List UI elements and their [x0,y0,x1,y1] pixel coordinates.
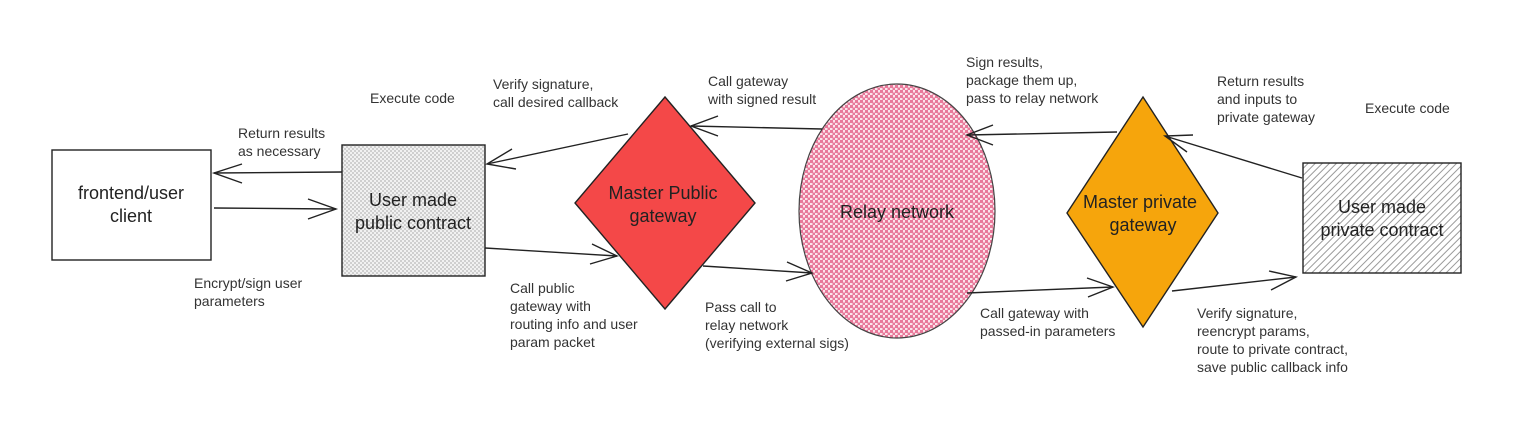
label-verify-reencrypt: Verify signature, reencrypt params, rout… [1197,305,1348,375]
node-public-contract: User made public contract [341,144,486,277]
private-gateway-label-line2: gateway [1109,215,1176,235]
label-return-results: Return results as necessary [238,125,325,159]
svg-text:route to private contract,: route to private contract, [1197,341,1348,357]
edge-relay-to-public-gateway [688,115,823,137]
svg-text:(verifying external sigs): (verifying external sigs) [705,335,849,351]
label-sign-results: Sign results, package them up, pass to r… [966,54,1099,106]
label-call-gateway-params: Call gateway with passed-in parameters [980,305,1115,339]
label-verify-callback: Verify signature, call desired callback [493,76,619,110]
node-relay-network: Relay network [798,83,996,339]
edge-public-gateway-to-relay [702,261,815,282]
svg-text:param packet: param packet [510,334,595,350]
label-call-gateway-signed: Call gateway with signed result [707,73,816,107]
public-gateway-label-line1: Master Public [608,183,717,203]
node-private-contract: User made private contract [1302,162,1462,274]
label-execute-code-public: Execute code [370,90,455,106]
public-contract-label-line2: public contract [355,213,471,233]
svg-text:Encrypt/sign user: Encrypt/sign user [194,275,302,291]
svg-text:pass to relay network: pass to relay network [966,90,1099,106]
node-frontend: frontend/user client [51,149,212,261]
svg-text:Call gateway with: Call gateway with [980,305,1089,321]
svg-text:passed-in parameters: passed-in parameters [980,323,1115,339]
label-execute-code-private: Execute code [1365,100,1450,116]
svg-text:package them up,: package them up, [966,72,1077,88]
svg-text:call desired callback: call desired callback [493,94,619,110]
frontend-label-line2: client [110,206,152,226]
svg-text:gateway with: gateway with [510,298,591,314]
svg-text:Execute code: Execute code [370,90,455,106]
svg-text:routing info and user: routing info and user [510,316,638,332]
edge-contract-to-public-gateway [484,243,619,265]
edge-public-gateway-to-contract [485,133,629,170]
label-pass-call-relay: Pass call to relay network (verifying ex… [705,299,849,351]
private-contract-label-line2: private contract [1320,220,1443,240]
svg-text:Call gateway: Call gateway [708,73,788,89]
relay-network-label: Relay network [840,202,955,222]
label-encrypt-sign: Encrypt/sign user parameters [194,275,302,309]
edge-relay-to-private-gateway [966,277,1116,298]
edge-contract-to-frontend [211,163,343,184]
svg-text:Call public: Call public [510,280,575,296]
svg-text:parameters: parameters [194,293,265,309]
node-public-gateway: Master Public gateway [574,95,756,311]
label-call-public-gateway: Call public gateway with routing info an… [510,280,638,350]
public-contract-label-line1: User made [369,190,457,210]
label-return-results-private: Return results and inputs to private gat… [1217,73,1315,125]
svg-text:and inputs to: and inputs to [1217,91,1297,107]
svg-text:relay network: relay network [705,317,789,333]
frontend-label-line1: frontend/user [78,183,184,203]
svg-text:Pass call to: Pass call to [705,299,777,315]
svg-text:with signed result: with signed result [707,91,816,107]
public-gateway-label-line2: gateway [629,206,696,226]
svg-text:private gateway: private gateway [1217,109,1315,125]
svg-text:as necessary: as necessary [238,143,320,159]
svg-text:Return results: Return results [238,125,325,141]
svg-text:save public callback info: save public callback info [1197,359,1348,375]
svg-text:Execute code: Execute code [1365,100,1450,116]
svg-text:Verify signature,: Verify signature, [1197,305,1297,321]
svg-text:Sign results,: Sign results, [966,54,1043,70]
node-private-gateway: Master private gateway [1066,95,1219,329]
svg-text:Return results: Return results [1217,73,1304,89]
private-gateway-label-line1: Master private [1083,192,1197,212]
edge-private-contract-to-private-gateway [1162,134,1303,179]
svg-text:reencrypt params,: reencrypt params, [1197,323,1310,339]
edge-private-gateway-to-relay [965,124,1118,146]
edge-frontend-to-contract [213,198,339,220]
private-contract-label-line1: User made [1338,197,1426,217]
edge-private-gateway-to-private-contract [1171,270,1299,292]
svg-text:Verify signature,: Verify signature, [493,76,593,92]
